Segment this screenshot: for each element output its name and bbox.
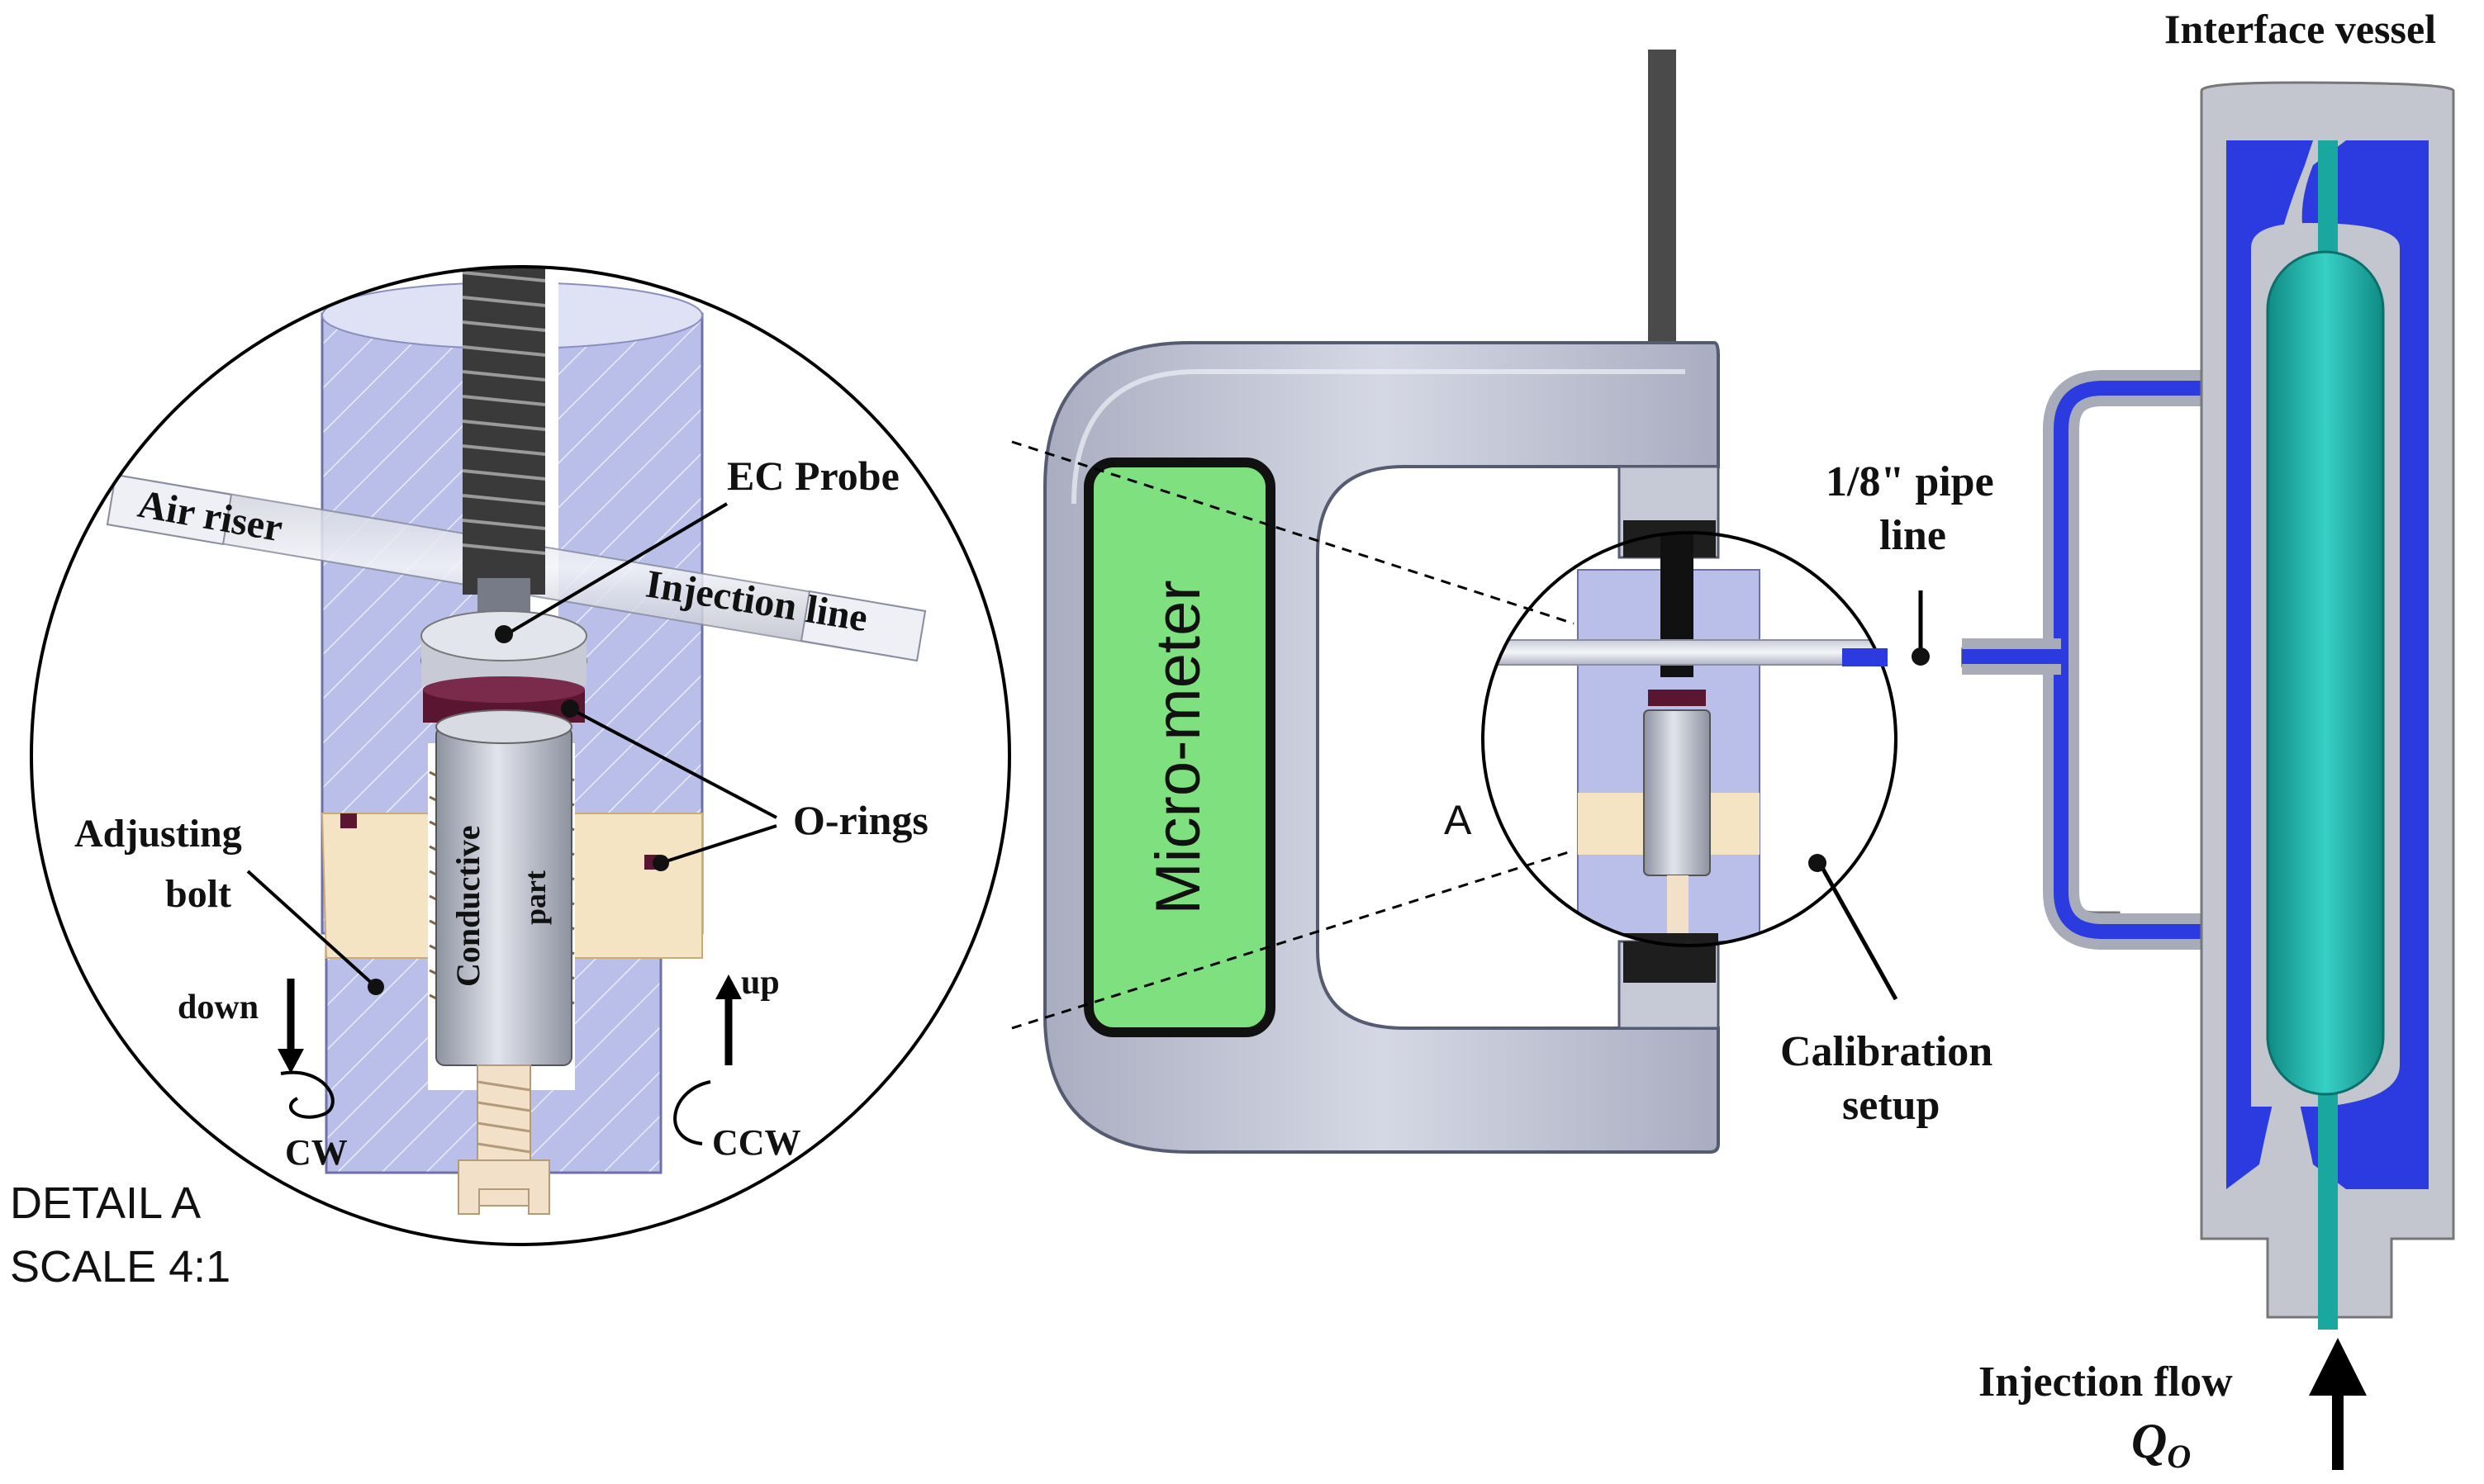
- teal-capsule: [2266, 250, 2385, 1096]
- micrometer-label-panel: [1084, 458, 1275, 1037]
- label-cw: CW: [285, 1132, 348, 1173]
- interface-vessel: [1962, 81, 2455, 1330]
- calibration-setup-view: [1481, 531, 1898, 1001]
- label-injection-flow: Injection flow: [1978, 1358, 2233, 1406]
- label-conductive-part-2: part: [519, 870, 552, 925]
- label-down: down: [178, 989, 259, 1026]
- detail-a-view: [30, 265, 1011, 1246]
- label-o-rings: O-rings: [793, 797, 929, 843]
- label-adjusting-bolt-2: bolt: [165, 872, 231, 916]
- label-ec-probe: EC Probe: [727, 453, 900, 499]
- label-pipe-line-1: 1/8" pipe: [1826, 458, 1994, 505]
- label-pipe-line-2: line: [1879, 512, 1946, 559]
- label-detail-a: DETAIL A: [10, 1178, 201, 1228]
- label-interface-vessel: Interface vessel: [2164, 6, 2436, 52]
- label-up: up: [741, 964, 780, 1002]
- detail-a-circle: [30, 265, 1011, 1246]
- label-conductive-part-1: Conductive: [449, 825, 487, 987]
- calibration-circle: [1481, 531, 1897, 947]
- label-micrometer: Micro-meter: [1143, 580, 1214, 914]
- label-ccw: CCW: [712, 1122, 801, 1163]
- probe-rod: [463, 267, 545, 595]
- label-calibration-2: setup: [1842, 1082, 1940, 1129]
- label-section-a: A: [1444, 797, 1472, 843]
- label-calibration-1: Calibration: [1780, 1028, 1992, 1075]
- label-scale: SCALE 4:1: [10, 1242, 230, 1292]
- label-flow-symbol: QO: [2131, 1414, 2191, 1475]
- label-adjusting-bolt-1: Adjusting: [74, 812, 242, 856]
